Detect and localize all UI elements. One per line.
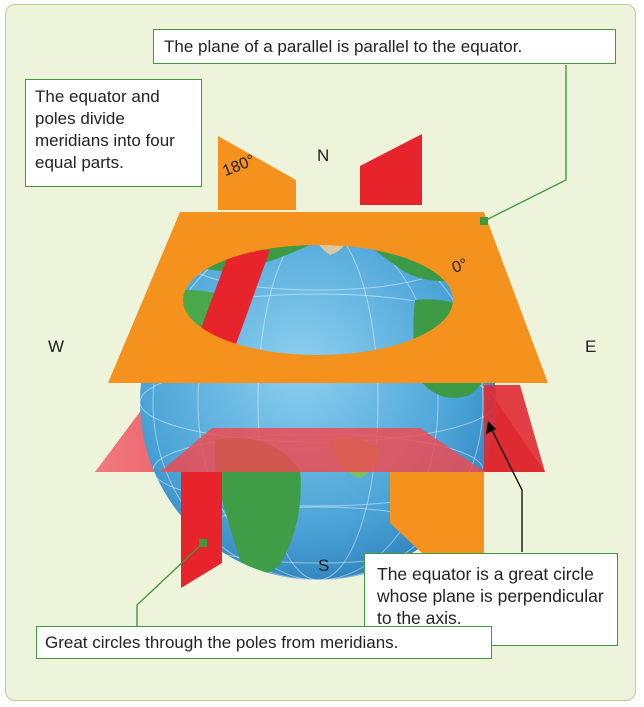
parallel-callout: The plane of a parallel is parallel to t… <box>153 29 616 64</box>
meridians-callout-text: Great circles through the poles from mer… <box>45 633 399 652</box>
east-label: E <box>585 337 597 356</box>
equator-arrow-icon <box>486 421 496 434</box>
meridians-callout: Great circles through the poles from mer… <box>36 626 492 659</box>
meridian-plane-north-right <box>360 134 422 205</box>
meridians-pointer-dot <box>199 539 207 547</box>
meridians-leader-line <box>136 542 204 627</box>
equator-leader-diagonal <box>490 427 523 491</box>
meridian-0-label: 0° <box>450 256 470 277</box>
meridian-plane-south-left <box>181 472 222 588</box>
north-label: N <box>317 146 330 165</box>
south-label: S <box>318 556 330 575</box>
poles-callout: The equator and poles divide meridians i… <box>25 79 202 187</box>
west-label: W <box>48 337 65 356</box>
equator-plane-front <box>160 428 485 472</box>
meridian-plane-east-lower <box>484 385 545 472</box>
parallel-leader-line <box>483 65 567 222</box>
meridian-plane-south-right <box>390 472 484 570</box>
parallel-plane <box>108 212 548 383</box>
poles-callout-text: The equator and poles divide meridians i… <box>35 87 175 172</box>
meridian-plane-north-left <box>218 136 296 210</box>
parallel-callout-text: The plane of a parallel is parallel to t… <box>164 37 523 56</box>
equator-callout-text: The equator is a great circle whose plan… <box>377 564 604 628</box>
parallel-pointer-dot <box>480 217 488 225</box>
